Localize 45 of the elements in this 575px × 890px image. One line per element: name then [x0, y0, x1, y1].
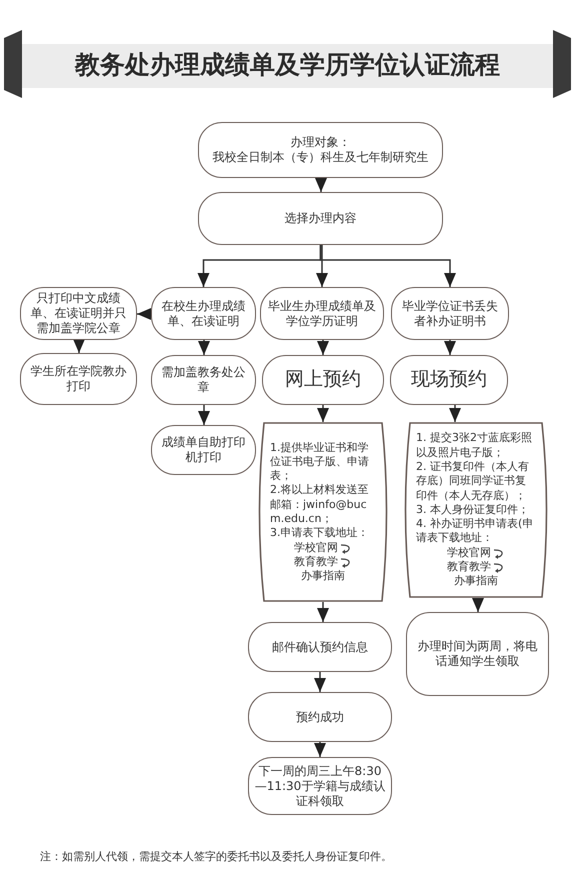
arrow — [314, 672, 326, 692]
process-box: 现场预约 — [390, 355, 508, 405]
arrow — [444, 340, 456, 355]
process-box: 网上预约 — [262, 355, 384, 405]
process-box: 下一周的周三上午8:30—11:30于学籍与成绩认证科领取 — [248, 757, 392, 815]
process-box: 成绩单自助打印机打印 — [151, 425, 256, 475]
arrow — [316, 245, 328, 287]
link-text: 教育教学 — [447, 560, 491, 574]
link-text: 办事指南 — [454, 574, 498, 589]
list-item: 1. 提交3张2寸蓝底彩照以及照片电子版； — [416, 431, 533, 460]
note-text: 注：如需别人代领，需提交本人签字的委托书以及委托人身份证复印件。 — [40, 849, 392, 864]
list-item: 3. 本人身份证复印件； — [416, 502, 530, 518]
process-box: 在校生办理成绩单、在读证明 — [151, 287, 256, 340]
link-text: 办事指南 — [301, 569, 345, 584]
process-box: 学生所在学院教办打印 — [20, 353, 137, 405]
process-box: 办理时间为两周，将电话通知学生领取 — [406, 612, 549, 696]
arrow — [198, 340, 210, 355]
arrow — [317, 602, 329, 622]
process-box: 邮件确认预约信息 — [248, 622, 392, 672]
arrow — [315, 178, 327, 192]
list-item: 3.申请表下载地址： — [270, 526, 370, 541]
process-box: 需加盖教务处公章 — [151, 355, 256, 405]
process-box: 预约成功 — [248, 692, 392, 742]
arrow — [320, 245, 456, 287]
link-text: 教育教学 — [294, 554, 338, 570]
arrow — [317, 405, 329, 422]
arrow — [449, 405, 461, 422]
list-item: 2.将以上材料发送至邮箱：jwinfo@bucm.edu.cn； — [270, 483, 370, 526]
arrow — [137, 308, 151, 320]
arrow — [314, 742, 326, 757]
arrow — [472, 598, 484, 612]
process-box: 只打印中文成绩单、在读证明并只需加盖学院公章 — [20, 287, 137, 340]
link-text: 学校官网 — [447, 546, 491, 560]
arrow — [198, 405, 210, 425]
link-text: 学校官网 — [294, 540, 338, 555]
arrow — [317, 340, 329, 355]
process-box: 办理对象： 我校全日制本（专）科生及七年制研究生 — [198, 122, 443, 178]
process-box: 选择办理内容 — [198, 192, 443, 245]
list-item: 2. 证书复印件（本人有存底）同班同学证书复印件（本人无存底）； — [416, 460, 530, 503]
process-box: 毕业学位证书丢失者补办证明书 — [391, 287, 509, 340]
arrow — [73, 339, 85, 353]
title-text: 教务处办理成绩单及学历学位认证流程 — [74, 49, 501, 81]
list-item: 1.提供毕业证书和学位证书电子版、申请表； — [270, 440, 370, 484]
list-item: 4. 补办证明书申请表(申请表下载地址： — [416, 517, 534, 546]
process-box: 毕业生办理成绩单及学位学历证明 — [260, 287, 384, 340]
